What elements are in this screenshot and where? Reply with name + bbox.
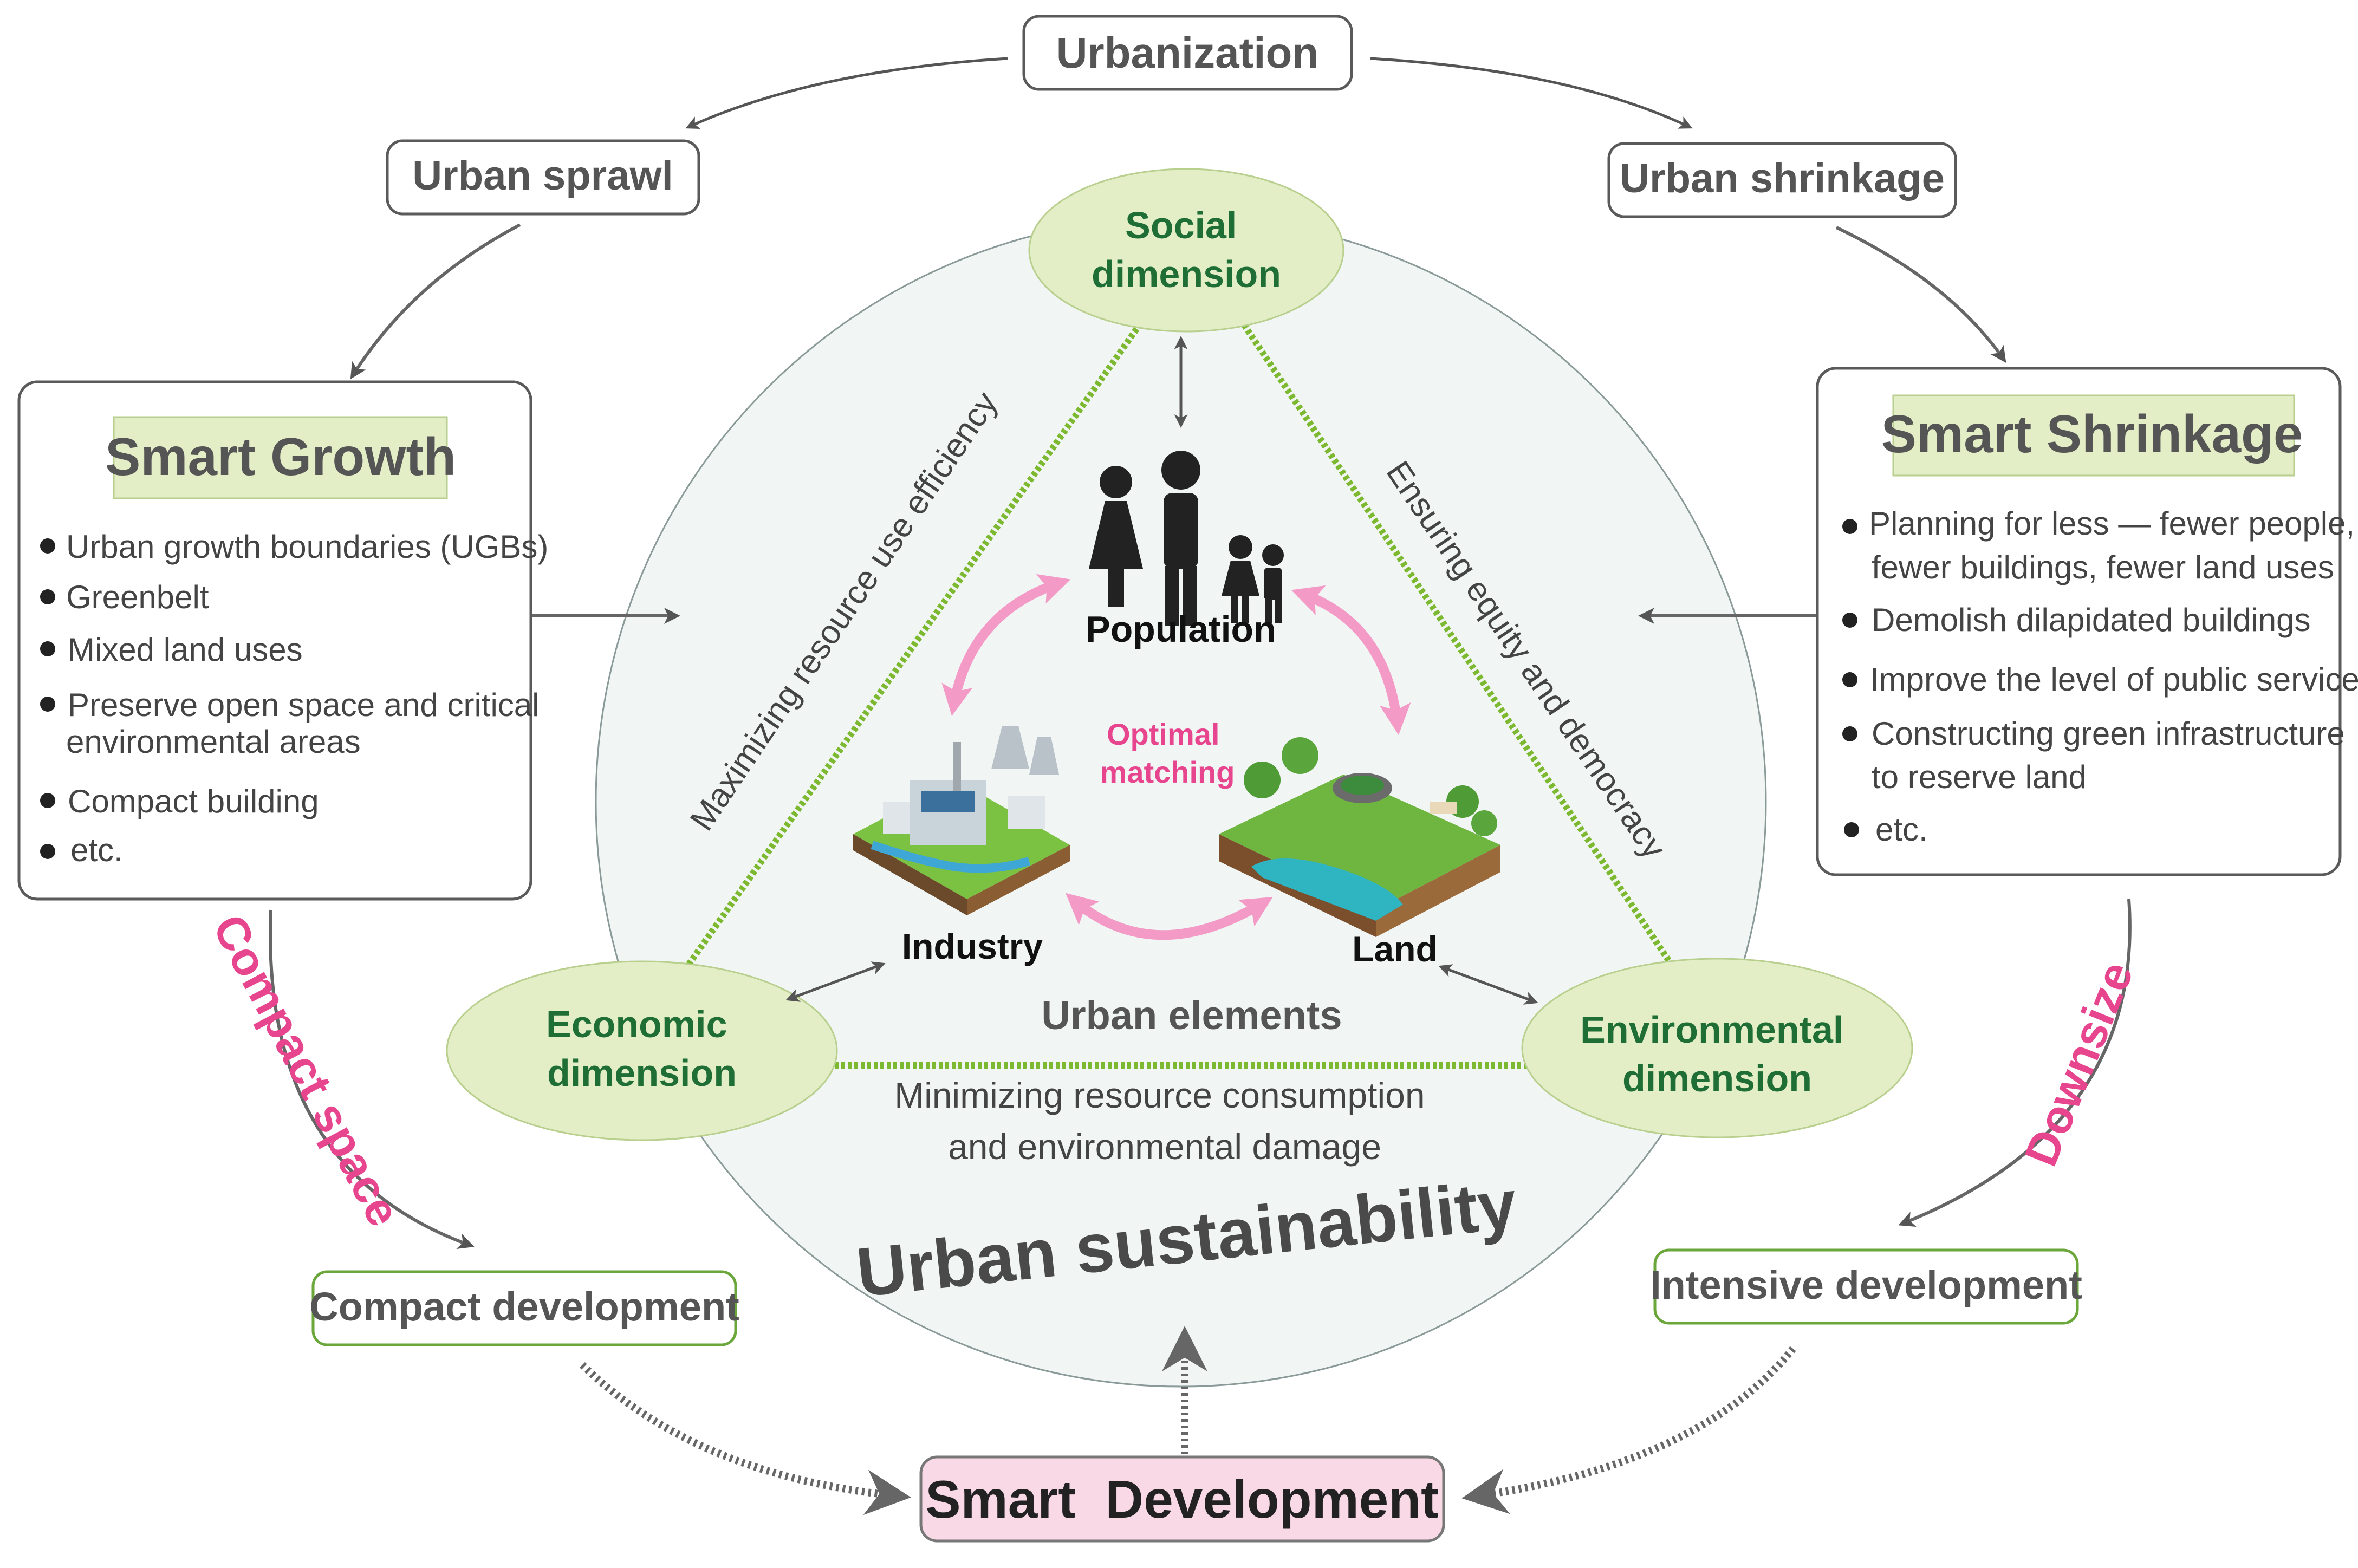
dotted-arrow-compact-to-smart [580,1362,911,1515]
triangle-left-line [618,252,1192,1064]
economic-dimension-ellipse [446,960,838,1141]
smart-shrinkage-title-bg [1892,394,2295,477]
arrow-downsize [1898,899,2132,1227]
smart-growth-title: Smart Growth [105,427,456,486]
smart-growth-item: environmental areas [66,724,361,760]
smart-development-label: Smart Development [925,1469,1439,1529]
economic-dimension-label: Economic dimension [546,1003,738,1094]
urban-sprawl-label: Urban sprawl [412,153,673,199]
smart-shrinkage-item: to reserve land [1872,759,2087,795]
smart-shrinkage-item: Demolish dilapidated buildings [1872,602,2311,638]
smart-growth-item: Compact building [68,783,319,819]
environmental-dimension-ellipse [1521,958,1913,1138]
smart-shrinkage-item: etc. [1875,811,1928,848]
intensive-development-box [1653,1248,2079,1325]
downsize-label: Downsize [2015,954,2143,1173]
arrow-environmental-land [1438,964,1538,1005]
urban-shrinkage-box [1607,142,1957,218]
smart-growth-list [40,538,55,859]
urbanization-box [1022,15,1353,91]
urbanization-label: Urbanization [1056,29,1318,77]
smart-development-box [919,1455,1445,1543]
population-family-icon [1089,451,1284,626]
dotted-arrow-intensive-to-smart [1461,1346,1796,1514]
land-label: Land [1352,929,1438,969]
smart-growth-item: etc. [70,832,123,868]
arrow-to-urban-sprawl [685,57,1008,129]
smart-shrinkage-item: fewer buildings, fewer land uses [1872,549,2334,585]
smart-growth-item: Greenbelt [66,579,209,615]
land-park-icon [1219,737,1500,937]
smart-shrinkage-item: Planning for less — fewer people, [1869,505,2355,542]
social-dimension-label: Social dimension [1092,204,1281,295]
urban-elements-label: Urban elements [1041,993,1342,1038]
industry-plant-icon [853,726,1070,915]
smart-shrinkage-list [1842,519,1859,837]
compact-development-box [311,1270,737,1346]
smart-growth-item: Mixed land uses [68,632,303,668]
compact-space-label: Compact space [203,906,410,1234]
arrow-to-smart-shrinkage [1835,226,2006,363]
triangle-right-line [1194,252,1739,1064]
smart-growth-box [17,380,532,901]
population-label: Population [1086,609,1276,650]
intensive-development-label: Intensive development [1650,1263,2082,1307]
smart-shrinkage-box [1816,367,2342,876]
compact-development-label: Compact development [309,1284,739,1329]
smart-growth-title-bg [113,416,448,499]
smart-growth-item: Preserve open space and critical [68,687,539,723]
pink-arrow-population-land [1291,585,1411,736]
industry-label: Industry [902,926,1043,966]
optimal-matching-label: Optimal matching [1100,717,1235,789]
smart-shrinkage-item: Improve the level of public service [1870,661,2358,698]
smart-shrinkage-title: Smart Shrinkage [1881,404,2303,464]
smart-shrinkage-item: Constructing green infrastructure [1872,715,2345,752]
urban-sprawl-box [386,139,700,216]
arrow-to-urban-shrinkage [1370,57,1693,129]
urban-shrinkage-label: Urban shrinkage [1620,155,1945,201]
label-minimizing-consumption: Minimizing resource consumption and envi… [894,1075,1435,1167]
arrow-to-smart-growth [350,223,521,380]
smart-growth-item: Urban growth boundaries (UGBs) [66,529,548,565]
environmental-dimension-label: Environmental dimension [1580,1009,1854,1099]
pink-arrow-industry-land [1065,893,1273,940]
pink-arrow-population-industry [941,574,1071,717]
social-dimension-ellipse [1028,168,1344,333]
arrow-compact-space [269,909,475,1249]
arrow-economic-industry [785,961,886,1002]
